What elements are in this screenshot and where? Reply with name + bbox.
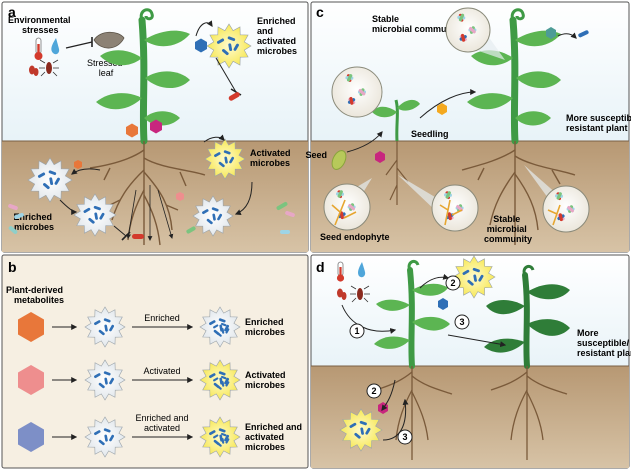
roots-d-healthy (490, 366, 568, 460)
insect-icon-d (350, 285, 370, 303)
arrows-a (59, 20, 253, 241)
plant-d-healthy (484, 264, 570, 369)
panel-c: c Stable microbial community (305, 1, 631, 253)
panel-a-letter: a (8, 4, 16, 20)
svg-text:2: 2 (371, 386, 376, 396)
step-circle: 2 (366, 383, 382, 399)
step-circle: 2 (445, 275, 461, 291)
panel-d: d (310, 254, 631, 469)
community-circle-left (331, 66, 383, 118)
community-circle-top (445, 7, 491, 53)
env-stresses-label: Environmental stresses (8, 15, 73, 35)
community-circle-right (542, 185, 590, 233)
step-circles: 1 2 3 2 3 (349, 275, 470, 445)
hexagon-teal-c (546, 27, 556, 39)
hexagon-blue-d (438, 298, 448, 310)
burst-before (84, 359, 126, 401)
hexagon-magenta-c (375, 151, 385, 163)
hexagon-magenta-a (150, 119, 162, 134)
metabolite-hexagon (18, 312, 44, 342)
plant-c (467, 8, 561, 145)
svg-text:2: 2 (450, 278, 455, 288)
process-label: Enriched (144, 313, 180, 323)
mite-icon-d (337, 288, 347, 300)
inhibit-line-stressed-leaf (65, 41, 93, 49)
thermometer-icon-d (336, 261, 345, 282)
svg-text:1: 1 (354, 326, 359, 336)
metabolite-hexagon (18, 365, 44, 395)
activated-microbes-label-a: Activated microbes (250, 148, 293, 168)
thermometer-icon (34, 37, 43, 60)
water-drop-icon-d (358, 262, 366, 278)
seed-label: Seed (305, 150, 327, 160)
endophyte-fungi (331, 199, 561, 226)
burst-enriched-activated-a (206, 23, 252, 69)
seedling-label: Seedling (411, 129, 449, 139)
stressed-leaf (93, 31, 125, 49)
seed (331, 150, 347, 170)
stressed-leaf-label: Stressed leaf (87, 58, 125, 78)
soil-microbes-a (8, 160, 295, 234)
panel-b-bg (1, 254, 309, 469)
panel-d-letter: d (316, 259, 325, 275)
roots-c (461, 141, 576, 245)
burst-white-a2 (73, 193, 117, 237)
burst-before (84, 416, 126, 458)
burst-activated-a (204, 138, 246, 180)
process-label: Activated (143, 366, 180, 376)
burst-before (84, 306, 126, 348)
burst-after (199, 416, 241, 458)
seed-endophyte-label: Seed endophyte (320, 232, 390, 242)
burst-after (199, 306, 241, 348)
mite-icon (29, 65, 39, 76)
panel-b-letter: b (8, 259, 17, 275)
enriched-activated-label: Enriched and activated microbes (257, 16, 299, 56)
enriched-microbes-label-a: Enriched microbes (13, 212, 54, 232)
community-circle-mid (431, 184, 479, 232)
plant-a (96, 8, 190, 145)
svg-text:3: 3 (459, 317, 464, 327)
released-microbe-c (578, 30, 589, 38)
burst-d-bottom (339, 408, 383, 452)
burst-after (199, 359, 241, 401)
svg-text:3: 3 (402, 432, 407, 442)
more-susceptible-label-c: More susceptible/ resistant plant (566, 113, 631, 133)
step-circle: 1 (349, 323, 365, 339)
stable-community-label-bottom: Stable microbial community (484, 214, 532, 244)
roots-a (89, 141, 206, 246)
hexagon-yellow-c (437, 103, 447, 115)
burst-white-a1 (27, 157, 73, 203)
hexagon-orange-a (126, 123, 138, 138)
metabolite-hexagon (18, 422, 44, 452)
more-susceptible-label-d: More susceptible/ resistant plant (577, 328, 631, 358)
insect-icon (39, 59, 59, 77)
panel-c-letter: c (316, 4, 324, 20)
burst-white-a3 (192, 195, 234, 237)
water-drop-icon (51, 38, 60, 55)
step-circle: 3 (454, 314, 470, 330)
red-pathogen-a (132, 92, 240, 239)
plant-derived-label: Plant-derived metabolites (6, 285, 66, 305)
community-circle-seed (323, 183, 371, 231)
stable-community-label-top: Stable microbial community (372, 14, 463, 34)
hexagon-blue-a (195, 38, 207, 53)
seedling (372, 99, 420, 205)
arrows-c (346, 32, 577, 153)
step-circle: 3 (397, 429, 413, 445)
panel-a: a Environmental stresses Stressed leaf (1, 1, 309, 253)
